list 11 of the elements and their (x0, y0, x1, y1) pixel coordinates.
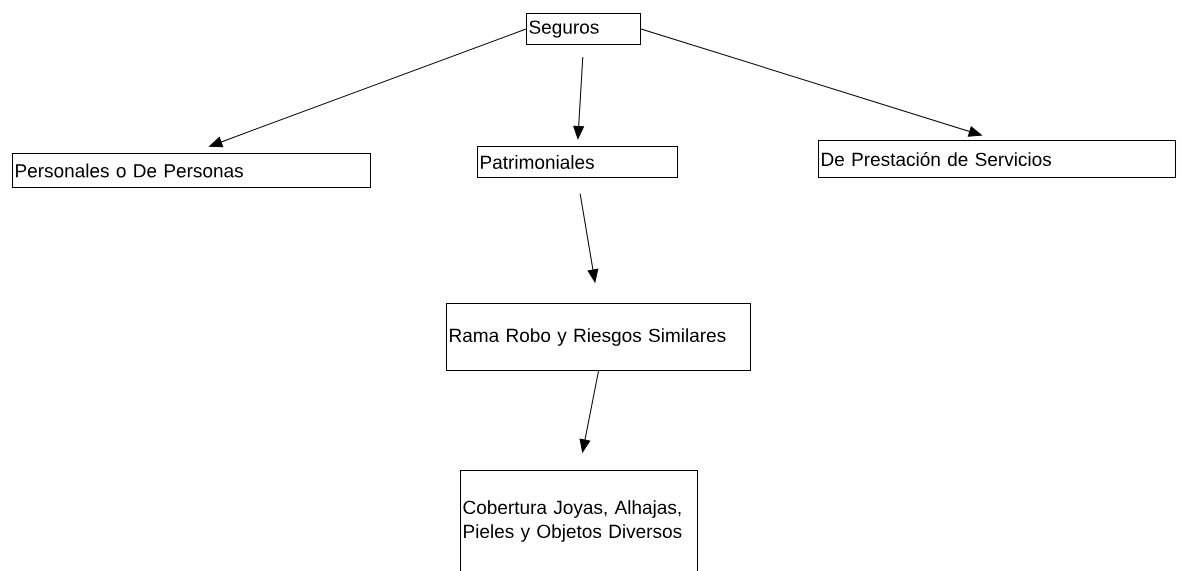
text-box: De Prestación de Servicios (818, 140, 1176, 178)
text-box: Cobertura Joyas, Alhajas, Pieles y Objetos Diversos (460, 470, 698, 571)
text-box: Patrimoniales (477, 146, 678, 178)
text-box: Personales o De Personas (12, 153, 371, 188)
arrow (209, 28, 527, 148)
text-box: Rama Robo y Riesgos Similares (446, 303, 751, 371)
arrow (640, 28, 982, 137)
text-box: Seguros (526, 13, 641, 45)
arrow (579, 193, 599, 283)
arrow (573, 56, 585, 140)
arrow (579, 370, 599, 453)
